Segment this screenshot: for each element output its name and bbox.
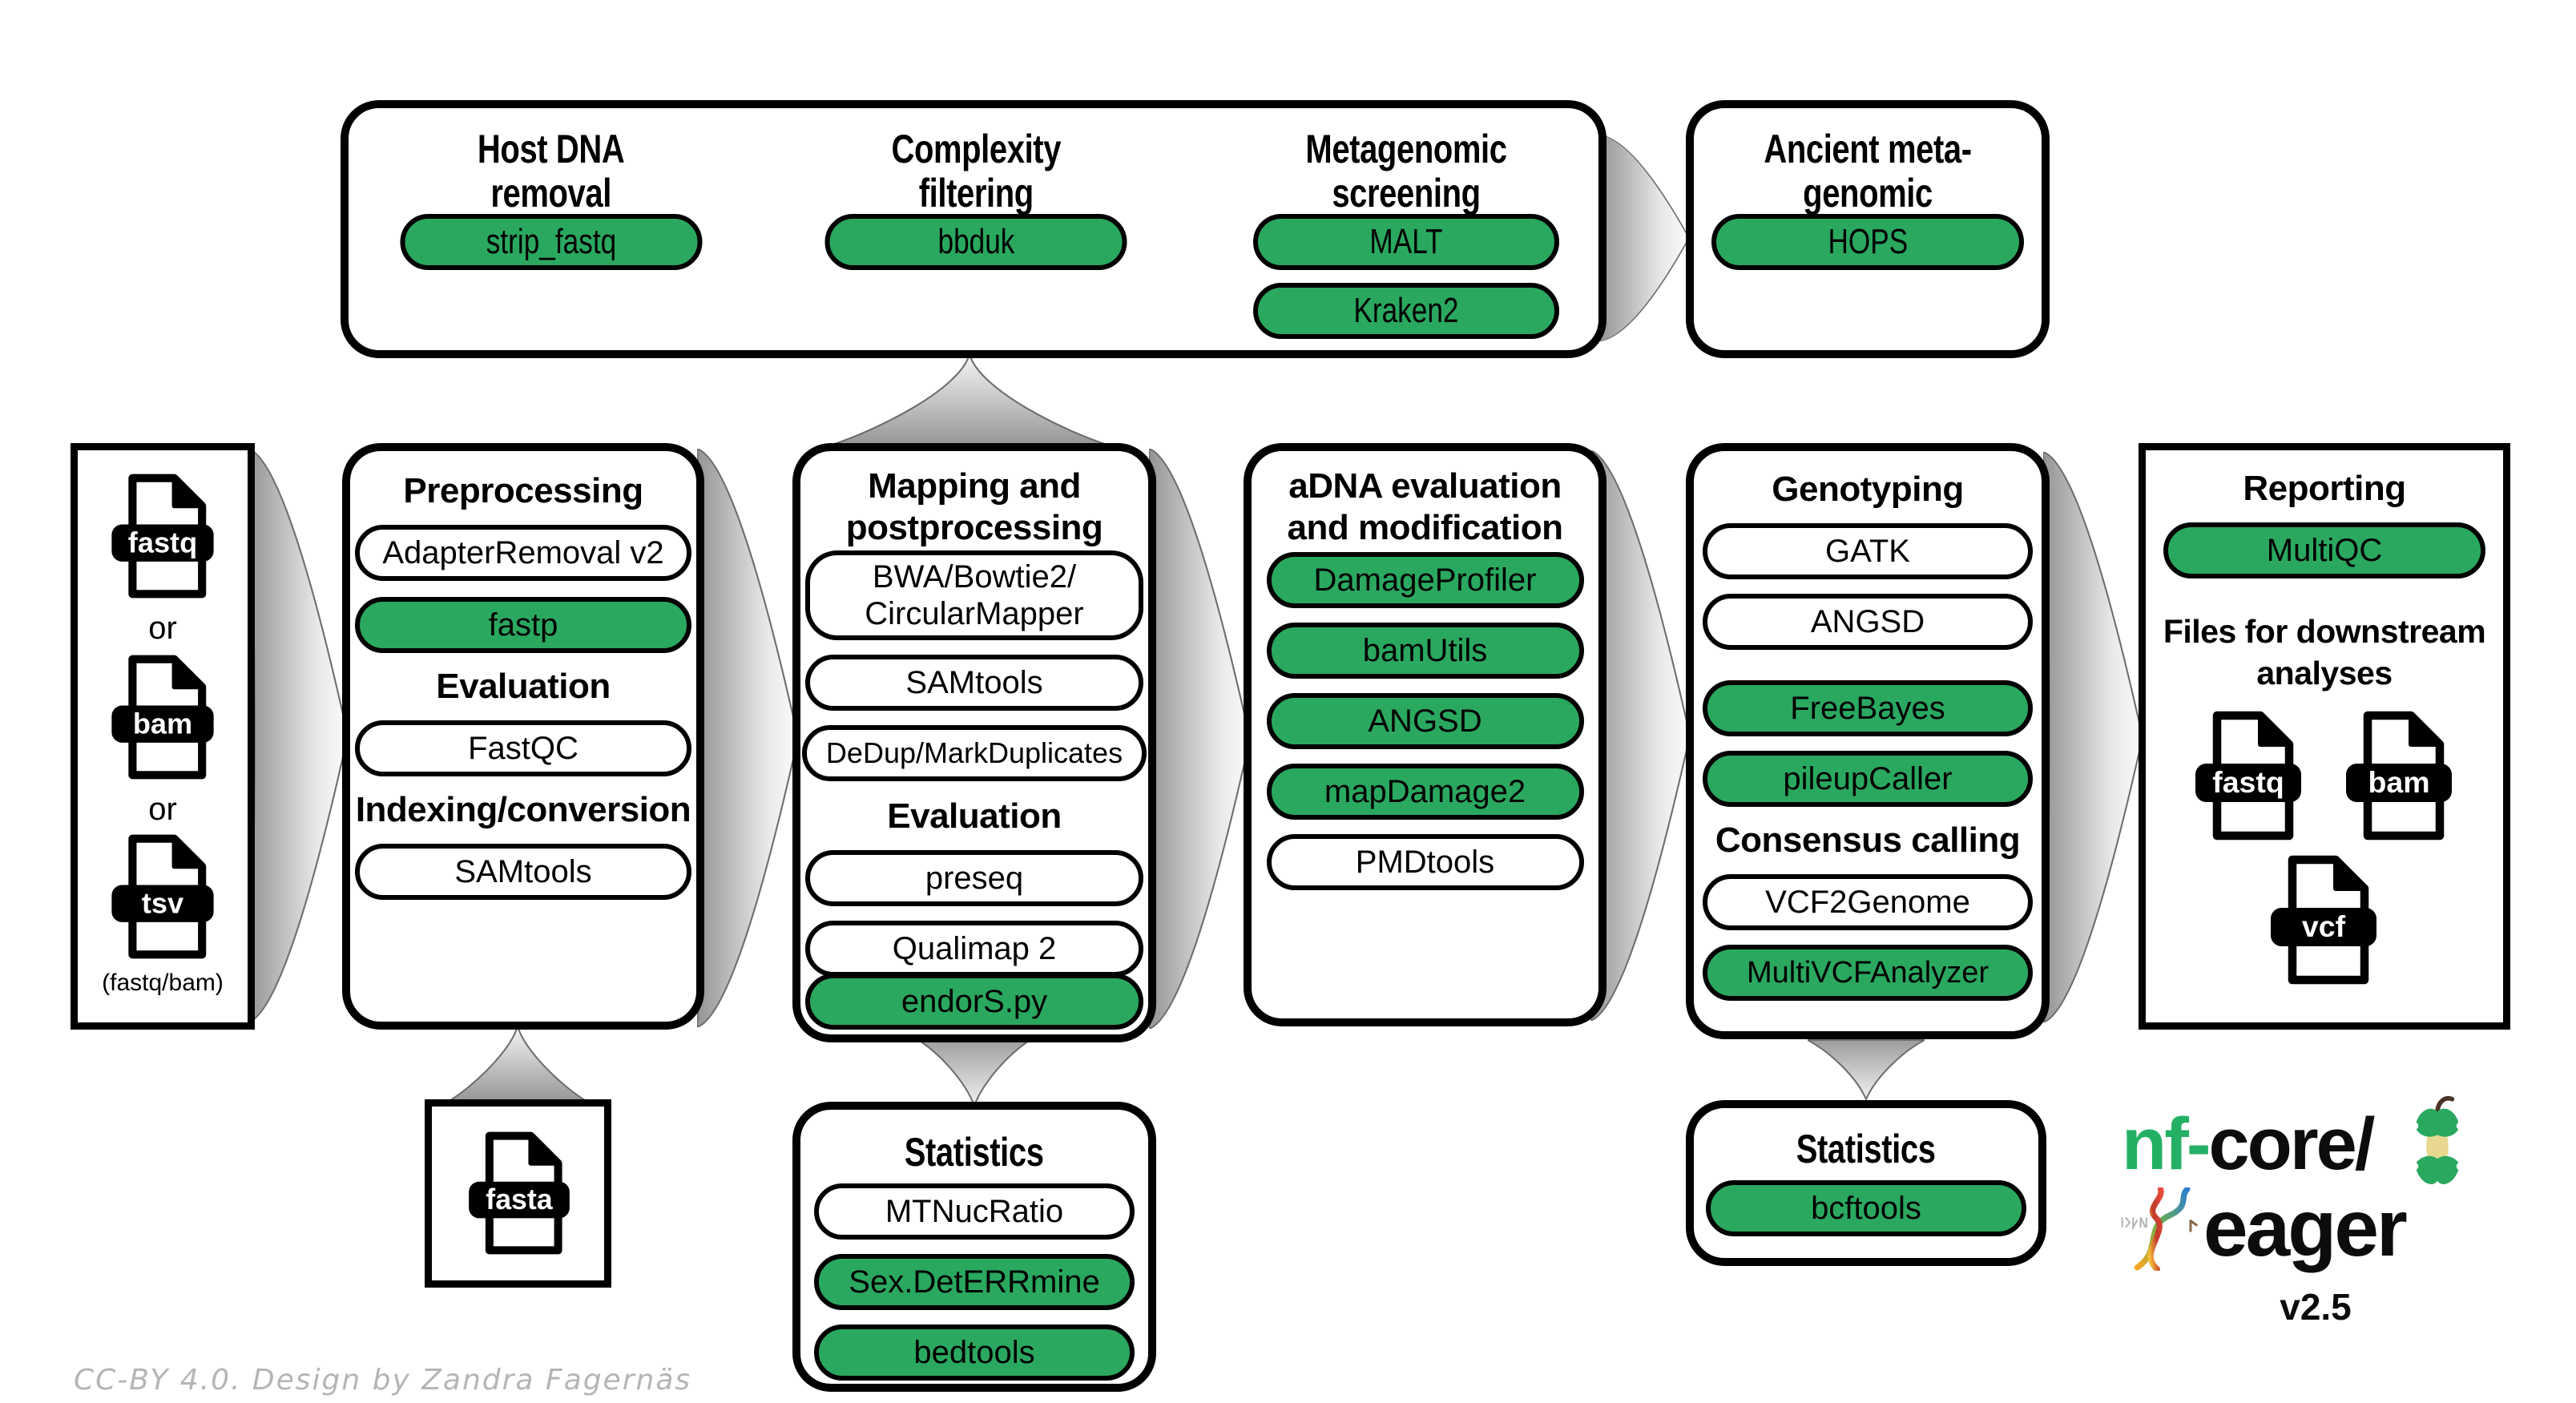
pill-samtools-mapping: SAMtools [805, 655, 1143, 711]
pill-samtools-indexing: SAMtools [355, 844, 691, 900]
statistics-header: Statistics [905, 1130, 1044, 1175]
pill-multiqc: MultiQC [2163, 522, 2485, 579]
pill-adapterremoval-v2: AdapterRemoval v2 [355, 525, 691, 581]
apple-core-icon [2416, 1096, 2459, 1185]
dash-text: - [2186, 1103, 2211, 1185]
pill-endors-py: endorS.py [805, 974, 1143, 1030]
pill-sex-deterrmine: Sex.DetERRmine [814, 1254, 1135, 1310]
pill-bedtools: bedtools [814, 1324, 1135, 1381]
arrow-fasta-to-preprocessing [446, 1026, 589, 1103]
host-dna-removal-header: Host DNA removal [478, 127, 625, 216]
or-separator: or [148, 792, 177, 827]
svg-text:fasta: fasta [486, 1183, 553, 1216]
indexing-conversion-header: Indexing/conversion [355, 790, 691, 829]
nf-core-eager-logo: nf-core/ eage [2115, 1096, 2576, 1348]
version-label: v2.5 [2280, 1286, 2352, 1328]
genotyping-header: Genotyping [1772, 470, 1964, 509]
svg-text:bam: bam [133, 707, 192, 740]
dna-helix-icon [2121, 1187, 2198, 1271]
arrow-preprocessing-to-mapping [697, 449, 798, 1027]
statistics-mapping-box: Statistics MTNucRatio Sex.DetERRmine bed… [792, 1102, 1156, 1392]
arrow-mapping-to-adna [1149, 449, 1250, 1029]
eager-wordmark-row: eager [2120, 1183, 2408, 1275]
pill-multivcfanalyzer: MultiVCFAnalyzer [1703, 945, 2033, 1001]
consensus-calling-header: Consensus calling [1715, 820, 2021, 860]
screening-box: Host DNA removal strip_fastq Complexity … [341, 100, 1606, 358]
arrow-input-to-preprocessing [248, 449, 348, 1022]
pill-bcftools: bcftools [1706, 1180, 2026, 1236]
pill-freebayes: FreeBayes [1703, 680, 2033, 736]
input-files-box: fastq or bam or tsv (fastq/bam) [71, 443, 255, 1030]
adna-header: aDNA evaluation and modification [1287, 466, 1564, 547]
pill-damageprofiler: DamageProfiler [1266, 552, 1584, 608]
complexity-filtering-header: Complexity filtering [891, 127, 1061, 216]
statistics-genotyping-box: Statistics bcftools [1686, 1100, 2046, 1266]
fasta-reference-box: fasta [425, 1099, 611, 1288]
svg-text:tsv: tsv [142, 886, 183, 919]
pill-hops: HOPS [1711, 214, 2024, 270]
pill-dedup-markduplicates: DeDup/MarkDuplicates [802, 725, 1147, 781]
pill-bbduk: bbduk [824, 214, 1127, 270]
column-complexity-filtering: Complexity filtering bbduk [796, 108, 1156, 350]
reporting-header: Reporting [2243, 469, 2406, 508]
license-credit: CC-BY 4.0. Design by Zandra Fagernäs [74, 1364, 692, 1397]
pill-preseq: preseq [805, 850, 1143, 906]
fastq-file-icon: fastq [111, 474, 214, 599]
svg-text:bam: bam [2368, 765, 2429, 799]
rune-text-decoration [2121, 1216, 2147, 1231]
bam-file-icon: bam [111, 655, 214, 780]
arrow-mapping-to-screening [824, 354, 1115, 447]
pill-gatk: GATK [1703, 523, 2033, 579]
arrow-genotyping-to-reporting [2043, 452, 2143, 1022]
pill-pileupcaller: pileupCaller [1703, 751, 2033, 807]
svg-text:fastq: fastq [2212, 765, 2284, 799]
adna-box: aDNA evaluation and modification DamageP… [1244, 443, 1606, 1026]
vcf-output-file-icon: vcf [2271, 855, 2376, 985]
or-separator: or [148, 611, 177, 646]
pill-fastp: fastp [355, 597, 691, 653]
nf-text: nf [2122, 1103, 2189, 1185]
arrow-mapping-to-statistics [916, 1038, 1033, 1106]
statistics-header: Statistics [1796, 1127, 1936, 1171]
eager-text: eager [2203, 1183, 2408, 1273]
pill-angsd-adna: ANGSD [1266, 693, 1584, 749]
preprocessing-evaluation-header: Evaluation [436, 667, 611, 706]
mapping-header: Mapping and postprocessing [845, 466, 1103, 547]
mapping-box: Mapping and postprocessing BWA/Bowtie2/ … [792, 443, 1156, 1042]
svg-text:fastq: fastq [128, 526, 197, 558]
nf-core-wordmark: nf-core/ [2122, 1103, 2375, 1187]
core-text: core/ [2208, 1103, 2375, 1185]
arrow-screening-to-ancient [1599, 135, 1689, 341]
reporting-box: Reporting MultiQC Files for downstream a… [2139, 443, 2510, 1030]
tsv-caption: (fastq/bam) [102, 970, 224, 996]
pill-vcf2genome: VCF2Genome [1703, 874, 2033, 930]
pill-bamutils: bamUtils [1266, 623, 1584, 679]
pill-mtnucratio: MTNucRatio [814, 1183, 1135, 1240]
downstream-files-header: Files for downstream analyses [2163, 613, 2486, 691]
pill-kraken2: Kraken2 [1253, 283, 1559, 339]
preprocessing-box: Preprocessing AdapterRemoval v2 fastp Ev… [342, 443, 704, 1030]
pill-qualimap-2: Qualimap 2 [805, 921, 1143, 977]
fasta-file-icon: fasta [469, 1131, 570, 1255]
preprocessing-header: Preprocessing [403, 471, 643, 510]
pill-strip-fastq: strip_fastq [400, 214, 703, 270]
metagenomic-screening-header: Metagenomic screening [1305, 127, 1507, 216]
fastq-output-file-icon: fastq [2195, 711, 2301, 841]
tsv-file-icon: tsv [111, 834, 214, 959]
pill-bwa-bowtie2-circularmapper: BWA/Bowtie2/ CircularMapper [805, 550, 1143, 640]
column-host-dna-removal: Host DNA removal strip_fastq [371, 108, 732, 350]
pill-angsd-genotyping: ANGSD [1703, 594, 2033, 650]
mapping-evaluation-header: Evaluation [887, 796, 1062, 836]
pill-fastqc: FastQC [355, 720, 691, 776]
arrow-genotyping-to-statistics [1808, 1039, 1925, 1102]
genotyping-box: Genotyping GATK ANGSD FreeBayes pileupCa… [1686, 443, 2050, 1039]
ancient-screening-box: Ancient meta- genomic screening HOPS [1686, 100, 2050, 358]
pill-pmdtools: PMDtools [1266, 834, 1584, 890]
svg-text:vcf: vcf [2302, 909, 2346, 943]
pill-malt: MALT [1253, 214, 1559, 270]
bam-output-file-icon: bam [2346, 711, 2452, 841]
pill-mapdamage2: mapDamage2 [1266, 764, 1584, 820]
column-metagenomic-screening: Metagenomic screening MALT Kraken2 [1226, 108, 1586, 350]
